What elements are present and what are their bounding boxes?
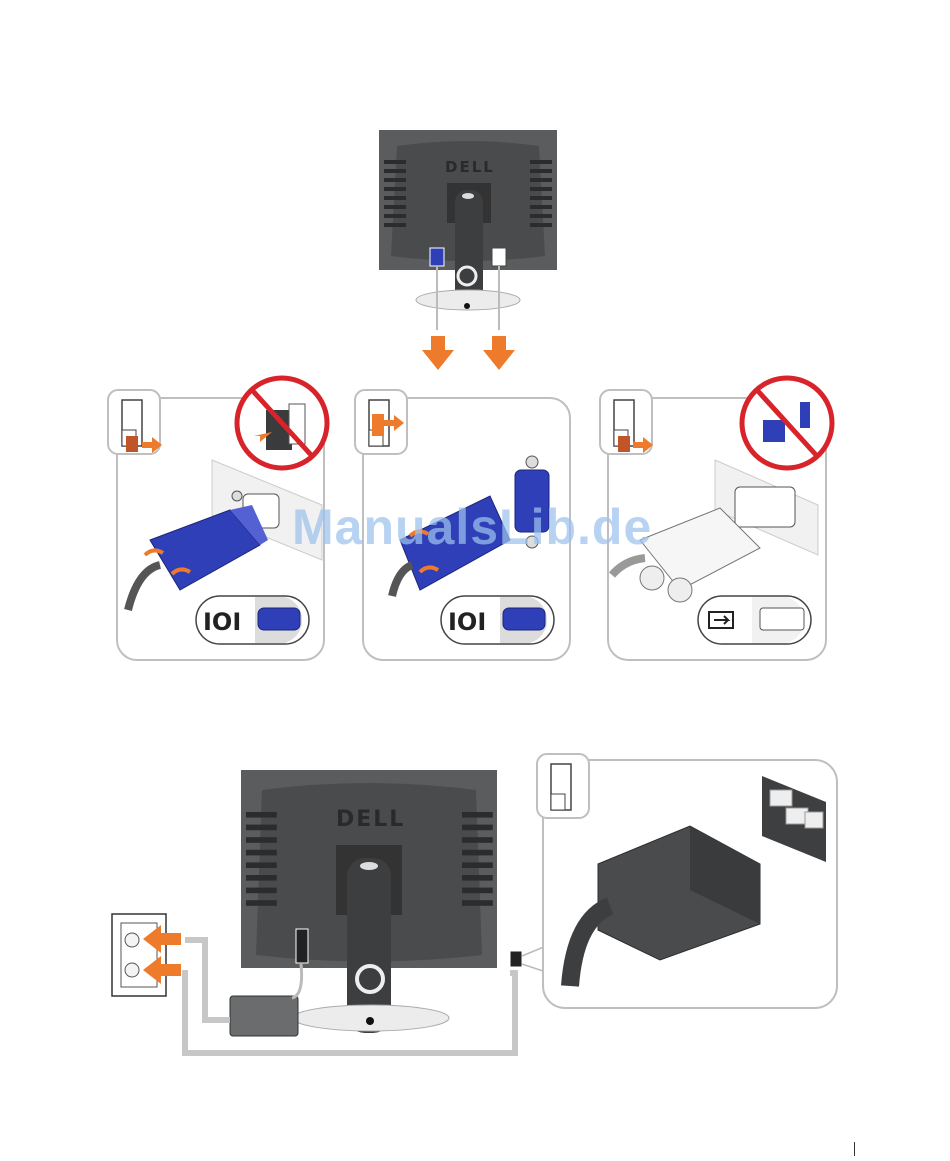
vga-port-top bbox=[430, 248, 444, 266]
monitor-rear-top: DELL bbox=[379, 130, 557, 330]
panel-dvi-white bbox=[600, 378, 832, 660]
dvi-port-top bbox=[492, 248, 506, 266]
vga-port-icon bbox=[515, 470, 549, 532]
page-marker bbox=[854, 1142, 855, 1156]
svg-text:IOI: IOI bbox=[448, 608, 486, 636]
dell-logo-top: DELL bbox=[445, 158, 495, 176]
panel-vga-blue: IOI bbox=[355, 390, 570, 660]
vga-symbol-icon: IOI bbox=[441, 596, 554, 644]
dvi-symbol-icon bbox=[698, 596, 811, 644]
monitor-rear-bottom: DELL bbox=[241, 770, 497, 1033]
power-port bbox=[510, 946, 546, 972]
down-arrow-right bbox=[483, 336, 515, 370]
prohibited-icon bbox=[237, 378, 327, 468]
power-detail-panel bbox=[537, 754, 837, 1008]
vga-symbol-icon: IOI bbox=[196, 596, 309, 644]
wall-outlet bbox=[112, 914, 166, 996]
dell-logo-bottom: DELL bbox=[336, 807, 405, 832]
panel-vga-white: IOI bbox=[108, 378, 327, 660]
prohibited-icon bbox=[742, 378, 832, 468]
down-arrow-left bbox=[422, 336, 454, 370]
dvi-port-icon bbox=[735, 487, 795, 527]
power-adapter bbox=[230, 964, 302, 1036]
svg-text:IOI: IOI bbox=[203, 608, 241, 636]
